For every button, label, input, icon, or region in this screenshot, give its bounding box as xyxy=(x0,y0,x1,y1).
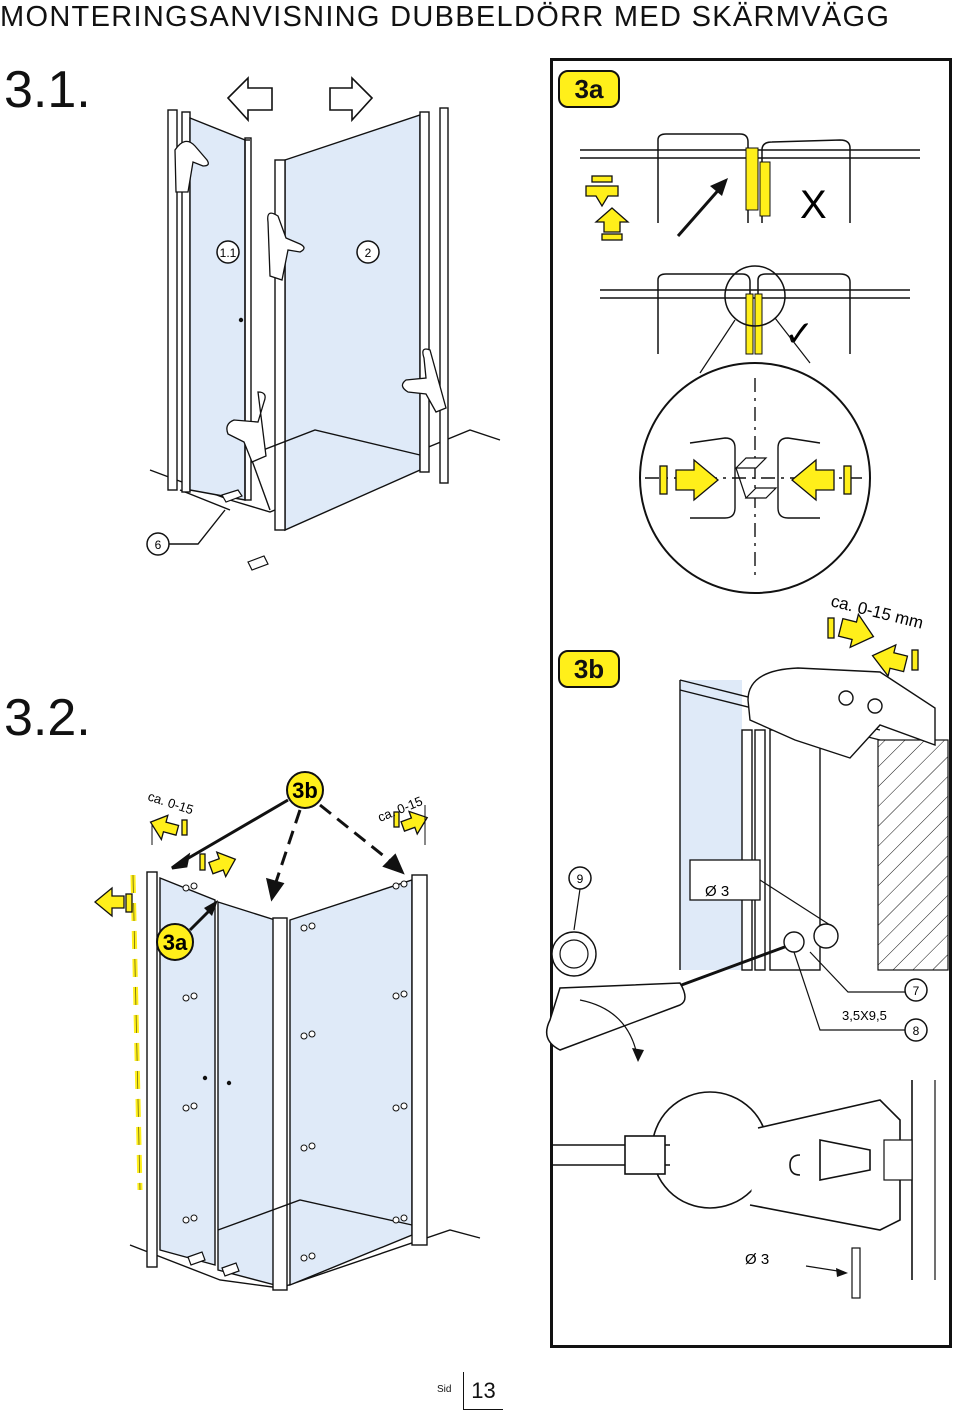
detail-3a-profile-alignment: X ✓ xyxy=(580,133,920,594)
callout-6: 6 xyxy=(146,532,170,556)
callout-8: 8 xyxy=(904,1018,928,1042)
section-number-3-2: 3.2. xyxy=(4,689,91,747)
illustration-3-1-door-lifting: 1.1 2 6 xyxy=(146,76,501,571)
detail-tag-3b-left: 3b xyxy=(286,771,324,809)
svg-text:6: 6 xyxy=(155,538,162,552)
callout-2: 2 xyxy=(356,240,380,264)
page-footer: Sid 13 xyxy=(433,1372,503,1412)
document-title: MONTERINGSANVISNING DUBBELDÖRR MED SKÄRM… xyxy=(0,1,891,33)
detail-tag-3a: 3a xyxy=(558,70,620,108)
callout-9: 9 xyxy=(568,866,592,890)
detail-tag-3a-left: 3a xyxy=(156,923,194,961)
gap-label-left: ca. 0-15 xyxy=(146,789,195,818)
drill-diameter-label-bottom: Ø 3 xyxy=(745,1251,769,1268)
page-number: 13 xyxy=(463,1372,503,1410)
detail-3b-screw-fixing: ca. 0-15 mm 9 Ø 3 xyxy=(545,591,949,1299)
callout-1-1: 1.1 xyxy=(216,240,240,264)
svg-text:9: 9 xyxy=(577,872,584,886)
svg-text:7: 7 xyxy=(913,984,920,998)
illustration-3-2-enclosure: ca. 0-15 ca. 0-15 3b 3a xyxy=(93,771,481,1291)
svg-text:3a: 3a xyxy=(163,930,188,955)
svg-text:1.1: 1.1 xyxy=(220,246,237,260)
mark-right: ✓ xyxy=(784,313,814,354)
screw-size-label: 3,5X9,5 xyxy=(842,1008,887,1023)
svg-text:8: 8 xyxy=(913,1024,920,1038)
page-label: Sid xyxy=(437,1384,452,1395)
mark-wrong: X xyxy=(800,183,827,227)
svg-text:3b: 3b xyxy=(292,778,318,803)
section-number-3-1: 3.1. xyxy=(4,61,91,119)
drill-diameter-label: Ø 3 xyxy=(705,883,729,900)
callout-7: 7 xyxy=(904,978,928,1002)
svg-text:2: 2 xyxy=(365,246,372,260)
detail-tag-3b: 3b xyxy=(558,650,620,688)
detail-panel xyxy=(550,58,952,1348)
